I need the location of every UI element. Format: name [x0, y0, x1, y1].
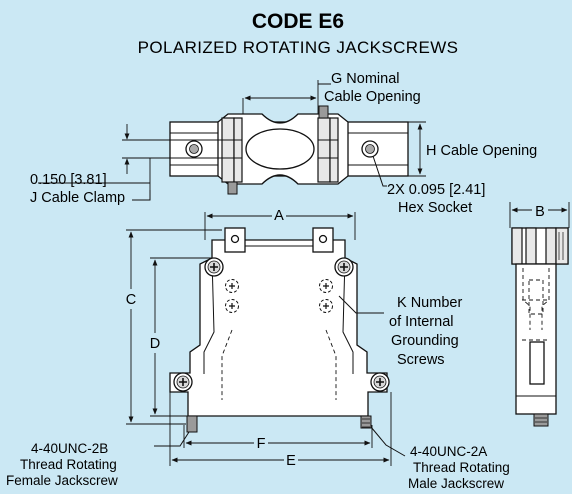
- female-jackscrew: [186, 415, 198, 433]
- internal-screw-left-1: [224, 278, 240, 294]
- h-label: H Cable Opening: [426, 143, 537, 159]
- side-view: B: [509, 201, 570, 427]
- cable-opening: [245, 128, 315, 170]
- side-view-body: [515, 263, 557, 415]
- male-jackscrew-label-line2: Thread Rotating: [413, 460, 510, 475]
- g-label-line1: G Nominal: [331, 71, 400, 87]
- diagram-title: CODE E6: [252, 10, 344, 33]
- d-label: D: [150, 336, 160, 352]
- male-jackscrew-label-line1: 4-40UNC-2A: [410, 444, 487, 459]
- internal-screw-right-1: [318, 278, 334, 294]
- e-label: E: [286, 453, 296, 469]
- hex-socket-label-line1: 2X 0.095 [2.41]: [387, 182, 485, 198]
- hex-socket-label-line2: Hex Socket: [398, 200, 472, 216]
- k-label-line1: K Number: [397, 295, 462, 311]
- side-view-jackscrew: [533, 413, 549, 427]
- female-jackscrew-label-line2: Thread Rotating: [20, 457, 117, 472]
- k-label-line4: Screws: [397, 352, 445, 368]
- top-view: G Nominal Cable Opening H Cable Opening: [30, 71, 537, 216]
- j-label-line2: J Cable Clamp: [30, 190, 125, 206]
- backshell-outline: [169, 239, 388, 417]
- male-jackscrew-label-line3: Male Jackscrew: [408, 476, 504, 491]
- a-label: A: [274, 208, 284, 224]
- g-label-line2: Cable Opening: [324, 89, 421, 105]
- male-jackscrew: [360, 415, 372, 429]
- internal-screw-right-2: [318, 298, 334, 314]
- f-label: F: [257, 436, 266, 452]
- jackscrew-head-left: [173, 372, 193, 392]
- b-label: B: [535, 204, 545, 220]
- front-view: A C: [6, 206, 510, 491]
- c-label: C: [126, 292, 136, 308]
- grounding-screw-head-left: [204, 257, 224, 277]
- female-jackscrew-label-line1: 4-40UNC-2B: [31, 441, 108, 456]
- grounding-screw-head-right: [334, 257, 354, 277]
- diagram-subtitle: POLARIZED ROTATING JACKSCREWS: [138, 38, 459, 57]
- internal-screw-left-2: [224, 298, 240, 314]
- k-label-line2: of Internal: [389, 314, 454, 330]
- female-jackscrew-label-line3: Female Jackscrew: [6, 473, 118, 488]
- jackscrew-head-right: [370, 372, 390, 392]
- j-label-line1: 0.150 [3.81]: [30, 172, 107, 188]
- k-label-line3: Grounding: [391, 333, 459, 349]
